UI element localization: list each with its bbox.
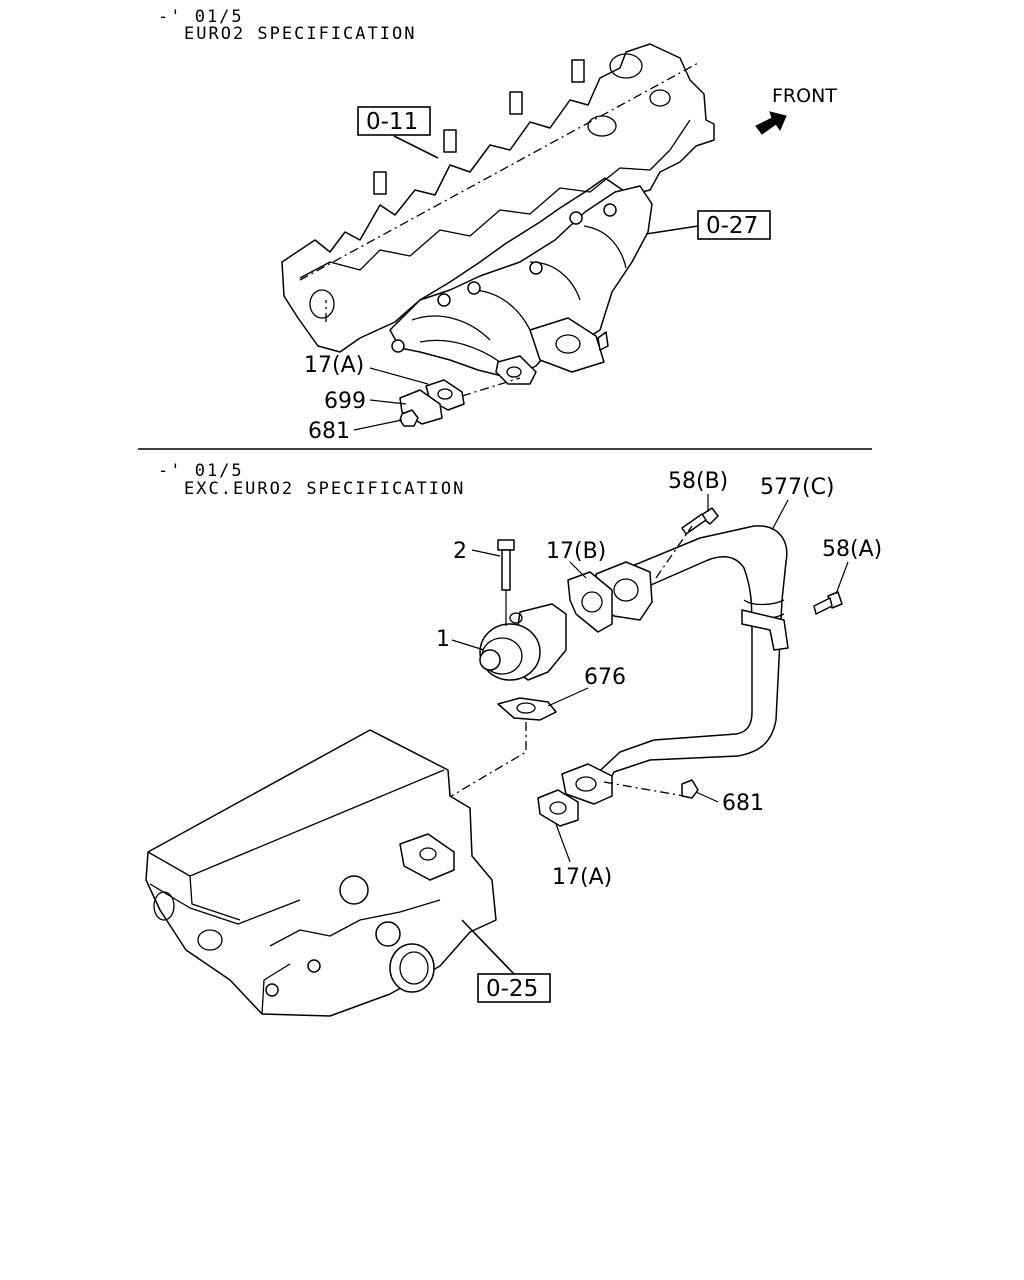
callout-1: 1 [436, 627, 450, 652]
ref-box-0-25-label: 0-25 [486, 976, 538, 1002]
bottom-spec-title: EXC.EURO2 SPECIFICATION [184, 479, 465, 499]
ref-box-0-25[interactable]: 0-25 [477, 973, 551, 1003]
exhaust-manifold-drawing [389, 185, 653, 385]
callout-699: 699 [324, 389, 366, 414]
callout-58b: 58(B) [668, 469, 728, 494]
ref-box-0-27-label: 0-27 [706, 213, 758, 239]
gasket-17a-bottom [537, 789, 579, 827]
leader-17a-bottom [555, 823, 571, 863]
gasket-17b [567, 571, 613, 633]
leader-681-top [353, 419, 403, 431]
bottom-date-code: -' 01/5 [158, 461, 244, 481]
leader-58a [835, 561, 849, 595]
callout-681-top: 681 [308, 419, 350, 444]
leader-0-11 [393, 135, 439, 159]
bolt-dashed-line [655, 525, 693, 579]
callout-2: 2 [453, 539, 467, 564]
front-label: FRONT [772, 85, 837, 107]
leader-699 [369, 399, 407, 405]
pipe-clamp [741, 609, 789, 651]
nut-dashed-line [603, 781, 685, 797]
nut-681-bottom [681, 779, 699, 799]
egr-valve [479, 603, 567, 681]
leader-1 [451, 639, 485, 651]
bolt-2 [497, 539, 515, 591]
gasket-676 [497, 697, 557, 721]
top-spec-title: EURO2 SPECIFICATION [184, 24, 416, 44]
leader-17a-top [369, 367, 429, 385]
leader-676 [547, 687, 589, 707]
leader-577c [771, 499, 789, 531]
ref-box-0-11[interactable]: 0-11 [357, 106, 431, 136]
front-arrow-icon [755, 111, 787, 135]
callout-676: 676 [584, 665, 626, 690]
callout-17a-bottom: 17(A) [552, 865, 612, 890]
leader-17b [569, 561, 587, 579]
leader-681-bottom [695, 791, 719, 803]
ref-box-0-27[interactable]: 0-27 [697, 210, 771, 240]
cylinder-head-drawing [281, 43, 715, 353]
callout-577c: 577(C) [760, 475, 835, 500]
ref-box-0-11-label: 0-11 [366, 109, 418, 135]
leader-0-25 [461, 919, 515, 975]
top-date-code: -' 01/5 [158, 7, 244, 27]
bolt-58a [813, 591, 843, 615]
callout-681-bottom: 681 [722, 791, 764, 816]
leader-0-27 [645, 225, 699, 235]
bolt-58b [681, 507, 719, 535]
callout-58a: 58(A) [822, 537, 882, 562]
gasket-dashed-line [461, 377, 521, 397]
callout-17a-top: 17(A) [304, 353, 364, 378]
engine-block-drawing [145, 729, 497, 1017]
callout-17b: 17(B) [546, 539, 606, 564]
leader-2 [471, 549, 501, 557]
valve-dashed-line [447, 722, 527, 799]
